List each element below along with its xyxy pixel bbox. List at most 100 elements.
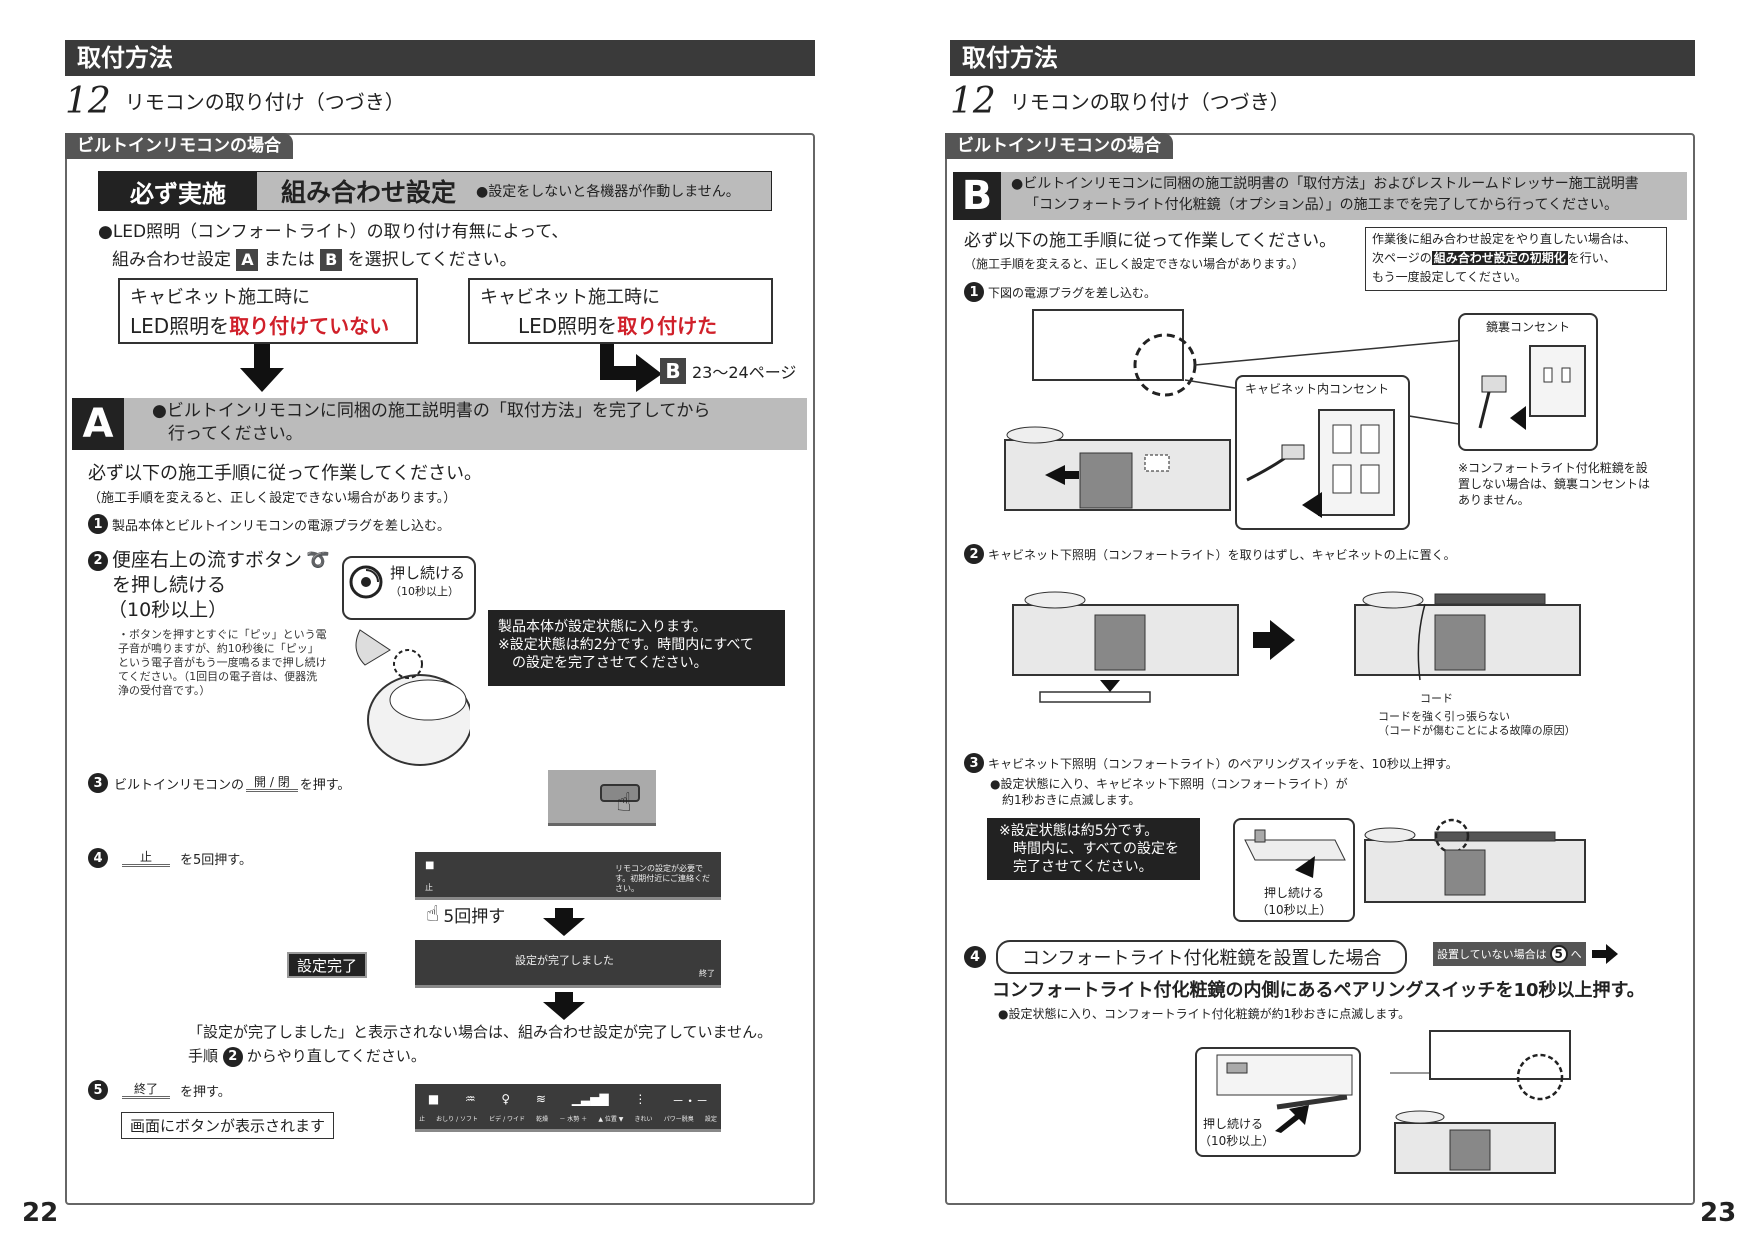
setting-state-line3: の設定を完了させてください。 <box>512 655 708 671</box>
goto-step-5: 5 <box>1549 945 1568 963</box>
no-led-led: LED照明を <box>130 314 230 338</box>
power-plug-illustration <box>1004 309 1466 511</box>
fail-line1: 「設定が完了しました」と表示されない場合は、組み合わせ設定が完了していません。 <box>188 1023 773 1041</box>
fail-note: 「設定が完了しました」と表示されない場合は、組み合わせ設定が完了していません。 … <box>188 1020 772 1068</box>
remote-panel-done: 設定が完了しました 終了 <box>415 940 721 988</box>
left-must-follow: 必ず以下の施工手順に従って作業してください。 <box>88 463 483 484</box>
right-step-3: 3 キャビネット下照明（コンフォートライト）のペアリングスイッチを、10秒以上押… <box>964 753 1458 773</box>
open-close-button[interactable]: 開 / 閉 <box>246 775 298 792</box>
cabinet-outlet-label: キャビネット内コンセント <box>1245 382 1390 396</box>
setting-state-note: 製品本体が設定状態に入ります。 ※設定状態は約2分です。時間内にすべて の設定を… <box>488 610 785 686</box>
left-step-1: 1 製品本体とビルトインリモコンの電源プラグを差し込む。 <box>88 514 450 534</box>
section-b-text2: 「コンフォートライト付化粧鏡（オプション品）」の施工までを完了してから行ってくだ… <box>1025 197 1619 213</box>
mirror-outlet-note: ※コンフォートライト付化粧鏡を設置しない場合は、鏡裏コンセントはありません。 <box>1458 461 1651 507</box>
remote-panel-full: ■♒♀≋▁▃▅▇⋮－・－ 止 おしり / ソフト ビデ / ワイド 乾燥 － 水… <box>415 1084 721 1132</box>
left-subtitle: リモコンの取り付け（つづき） <box>124 90 405 114</box>
press-five-times: ☝ 5回押す <box>426 902 505 927</box>
reset-line2a: 次ページの <box>1372 251 1432 265</box>
reset-line3: もう一度設定してください。 <box>1372 270 1527 284</box>
panel-label: きれい <box>634 1116 653 1123</box>
remote-panel-initial: ■ リモコンの設定が必要です。初期付近にご連絡ください。 止 <box>415 852 721 900</box>
mirror-outlet-label: 鏡裏コンセント <box>1485 320 1570 334</box>
mirror-outlet-box: 鏡裏コンセント <box>1458 313 1598 451</box>
not-installed-goto: 設置していない場合は 5 へ <box>1433 942 1618 966</box>
intro-combo: 組み合わせ設定 <box>112 250 231 270</box>
right-section-header: 取付方法 <box>950 40 1695 76</box>
step-4-number: 4 <box>88 848 108 868</box>
r3-press-time: （10秒以上） <box>1256 903 1332 917</box>
press-hold-label: 押し続ける <box>390 564 466 582</box>
reset-note-box: 作業後に組み合わせ設定をやり直したい場合は、 次ページの組み合わせ設定の初期化を… <box>1365 227 1667 291</box>
down-arrow-icon-2 <box>543 908 585 936</box>
reset-line2c: を行い、 <box>1567 251 1616 265</box>
panel-dry-icon: ≋ <box>535 1092 546 1106</box>
intro-or: または <box>263 250 315 270</box>
reset-line1: 作業後に組み合わせ設定をやり直したい場合は、 <box>1372 232 1637 246</box>
no-led-red: 取り付けていない <box>229 314 390 338</box>
mirror-outlet-icon <box>1478 345 1586 430</box>
combo-label: 組み合わせ設定 <box>281 178 457 207</box>
step-4-text: を5回押す。 <box>180 852 252 868</box>
r4-press-label: 押し続ける <box>1203 1117 1264 1131</box>
r-step-2-text: キャビネット下照明（コンフォートライト）を取りはずし、キャビネットの上に置く。 <box>988 547 1456 562</box>
right-step-1: 1 下図の電源プラグを差し込む。 <box>964 282 1156 302</box>
r-step-2-number: 2 <box>964 544 984 564</box>
right-step-number: 12 <box>950 81 996 122</box>
fail-step-number: 2 <box>222 1046 243 1067</box>
step-2-number: 2 <box>88 550 108 571</box>
reset-link: 組み合わせ設定の初期化 <box>1431 251 1568 265</box>
step-2-note: ・ボタンを押すとすぐに「ピッ」という電子音が鳴りますが、約10秒後に「ピッ」とい… <box>118 628 327 697</box>
cabinet-outlet-icon <box>1246 409 1395 518</box>
badge-b: B <box>320 249 343 271</box>
panel-label: おしり / ソフト <box>436 1116 479 1123</box>
stop-button[interactable]: 止 <box>122 850 170 867</box>
remote-panel-done-msg: 設定が完了しました <box>515 954 614 967</box>
press-hold-bubble: 押し続ける （10秒以上） <box>342 556 476 620</box>
left-section-header: 取付方法 <box>65 40 815 76</box>
cord-label: コード <box>1420 692 1453 705</box>
panel-pos-icon: ⋮ <box>634 1092 647 1106</box>
five-min-line3: 完了させてください。 <box>1013 859 1153 875</box>
flush-swirl-icon: ➰ <box>306 549 330 571</box>
left-must-follow-note: （施工手順を変えると、正しく設定できない場合があります。） <box>88 491 457 506</box>
left-tab: ビルトインリモコンの場合 <box>65 133 293 159</box>
panel-square-icon: ■ <box>427 1092 440 1106</box>
no-led-box: キャビネット施工時に LED照明を取り付けていない <box>118 278 418 344</box>
left-content-frame <box>65 133 815 1205</box>
panel-label: パワー脱臭 <box>663 1116 694 1123</box>
section-a-text1: ●ビルトインリモコンに同梱の施工説明書の「取付方法」を完了してから <box>152 401 711 421</box>
r-step-1-text: 下図の電源プラグを差し込む。 <box>988 285 1157 300</box>
intro-select: を選択してください。 <box>347 250 517 270</box>
flush-button-icon <box>349 565 383 599</box>
down-arrow-icon <box>240 344 284 392</box>
left-step-3: 3 ビルトインリモコンの 開 / 閉 を押す。 <box>88 773 350 793</box>
setting-state-line1: 製品本体が設定状態に入ります。 <box>498 619 707 635</box>
remote-panel-end: 終了 <box>699 969 715 978</box>
pairing-switch-icon <box>1244 829 1346 878</box>
up-arrow-icon <box>1275 1105 1309 1133</box>
step-5-number: 5 <box>88 1080 108 1100</box>
panel-label: 設定 <box>704 1116 717 1123</box>
pairing-switch-zoom: 押し続ける （10秒以上） <box>1233 818 1355 922</box>
step-3-text2: を押す。 <box>299 777 351 793</box>
intro-line-2: 組み合わせ設定 A または B を選択してください。 <box>98 246 568 274</box>
left-step-title: 12 リモコンの取り付け（つづき） <box>65 82 405 122</box>
panel-level-icon: ▁▃▅▇ <box>571 1092 609 1106</box>
mirror-installed-pill: コンフォートライト付化粧鏡を設置した場合 <box>996 940 1408 974</box>
goto-b-pages: 23～24ページ <box>692 363 797 382</box>
mirror-cabinet-illustration <box>1390 1030 1571 1174</box>
r3-press-label: 押し続ける <box>1263 886 1324 900</box>
section-b-header: B ●ビルトインリモコンに同梱の施工説明書の「取付方法」およびレストルームドレッ… <box>953 172 1687 220</box>
panel-bidet-icon: ♀ <box>501 1092 511 1106</box>
r-step-4-main: コンフォートライト付化粧鏡の内側にあるペアリングスイッチを10秒以上押す。 <box>992 980 1645 1001</box>
left-step-5: 5 終了 を押す。 <box>88 1080 231 1100</box>
r-step-3-text: キャビネット下照明（コンフォートライト）のペアリングスイッチを、10秒以上押す。 <box>988 756 1458 771</box>
right-subtitle: リモコンの取り付け（つづき） <box>1009 90 1290 114</box>
section-b-text1: ●ビルトインリモコンに同梱の施工説明書の「取付方法」およびレストルームドレッサー… <box>1011 176 1639 192</box>
mirror-switch-zoom: 押し続ける （10秒以上） <box>1195 1047 1361 1157</box>
cabinet-outlet-box: キャビネット内コンセント <box>1235 375 1410 530</box>
end-button[interactable]: 終了 <box>122 1082 170 1099</box>
r-step-4-number: 4 <box>964 946 986 968</box>
buttons-shown-note: 画面にボタンが表示されます <box>121 1112 335 1139</box>
